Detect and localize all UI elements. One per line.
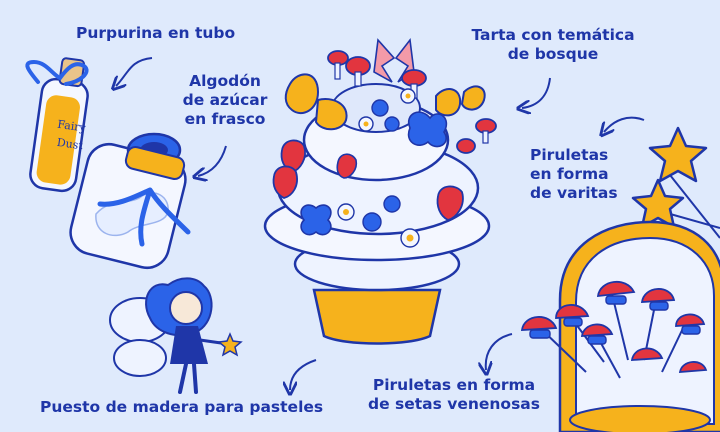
mushroom-lollipop-jar-icon: [520, 220, 720, 432]
label-mushroom-lollipops: Piruletas en forma de setas venenosas: [354, 376, 554, 414]
label-cotton-candy: Algodón de azúcar en frasco: [170, 72, 280, 129]
vial-label-line2: Dust: [56, 136, 84, 153]
label-wand-lollipops-line1: Piruletas: [530, 146, 609, 164]
cotton-candy-jar-icon: [69, 132, 191, 270]
label-wand-lollipops: Piruletas en forma de varitas: [530, 146, 618, 203]
forest-cake-icon: [272, 37, 497, 248]
label-wand-lollipops-line3: de varitas: [530, 184, 618, 202]
star-wands-icon: [631, 126, 720, 239]
label-cotton-candy-line3: en frasco: [184, 110, 266, 128]
label-forest-cake-line2: de bosque: [507, 45, 599, 63]
label-glitter-tube: Purpurina en tubo: [76, 24, 236, 42]
glitter-tube-icon: Fairy Dust: [25, 57, 89, 193]
label-wood-stand: Puesto de madera para pasteles: [40, 398, 324, 416]
fairy-icon: [109, 277, 243, 394]
label-cotton-candy-line2: de azúcar: [182, 91, 268, 109]
vial-label-line1: Fairy: [57, 118, 88, 135]
label-cotton-candy-line1: Algodón: [189, 72, 261, 90]
label-mushroom-lollipops-line2: de setas venenosas: [368, 395, 540, 413]
label-forest-cake: Tarta con temática de bosque: [458, 26, 648, 64]
label-mushroom-lollipops-line1: Piruletas en forma: [372, 376, 536, 394]
label-forest-cake-line1: Tarta con temática: [471, 26, 635, 44]
label-wand-lollipops-line2: en forma: [530, 165, 609, 183]
arrows: [116, 57, 645, 390]
